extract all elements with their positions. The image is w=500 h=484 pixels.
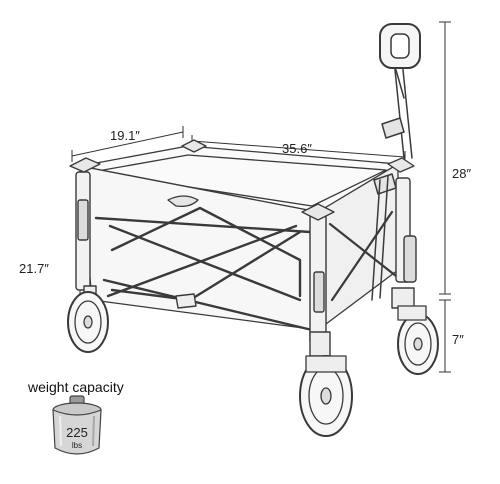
wagon-corner-caps [69,139,415,221]
weight-icon [52,395,102,455]
dim-wheel-height-label: 7″ [452,332,464,347]
wagon-corner-posts [75,171,417,345]
pull-handle [371,23,421,301]
wagon-side-frame [328,210,398,302]
weight-unit: lbs [72,441,82,450]
wheel-front-right [397,305,439,375]
weight-capacity-label: weight capacity [27,379,124,395]
weight-capacity: weight capacity 225 lbs [27,379,124,455]
dim-length-label: 35.6″ [282,141,312,156]
wheel-rear-left [67,291,109,353]
wagon-basket [79,145,399,331]
dim-body-height-label: 21.7″ [19,261,49,276]
wagon-front-frame [94,206,314,332]
dim-width-label: 19.1″ [110,128,140,143]
wagon [67,23,439,437]
dim-total-height-label: 28″ [452,166,471,181]
weight-value: 225 [66,425,88,440]
wheel-front-left [299,355,353,437]
